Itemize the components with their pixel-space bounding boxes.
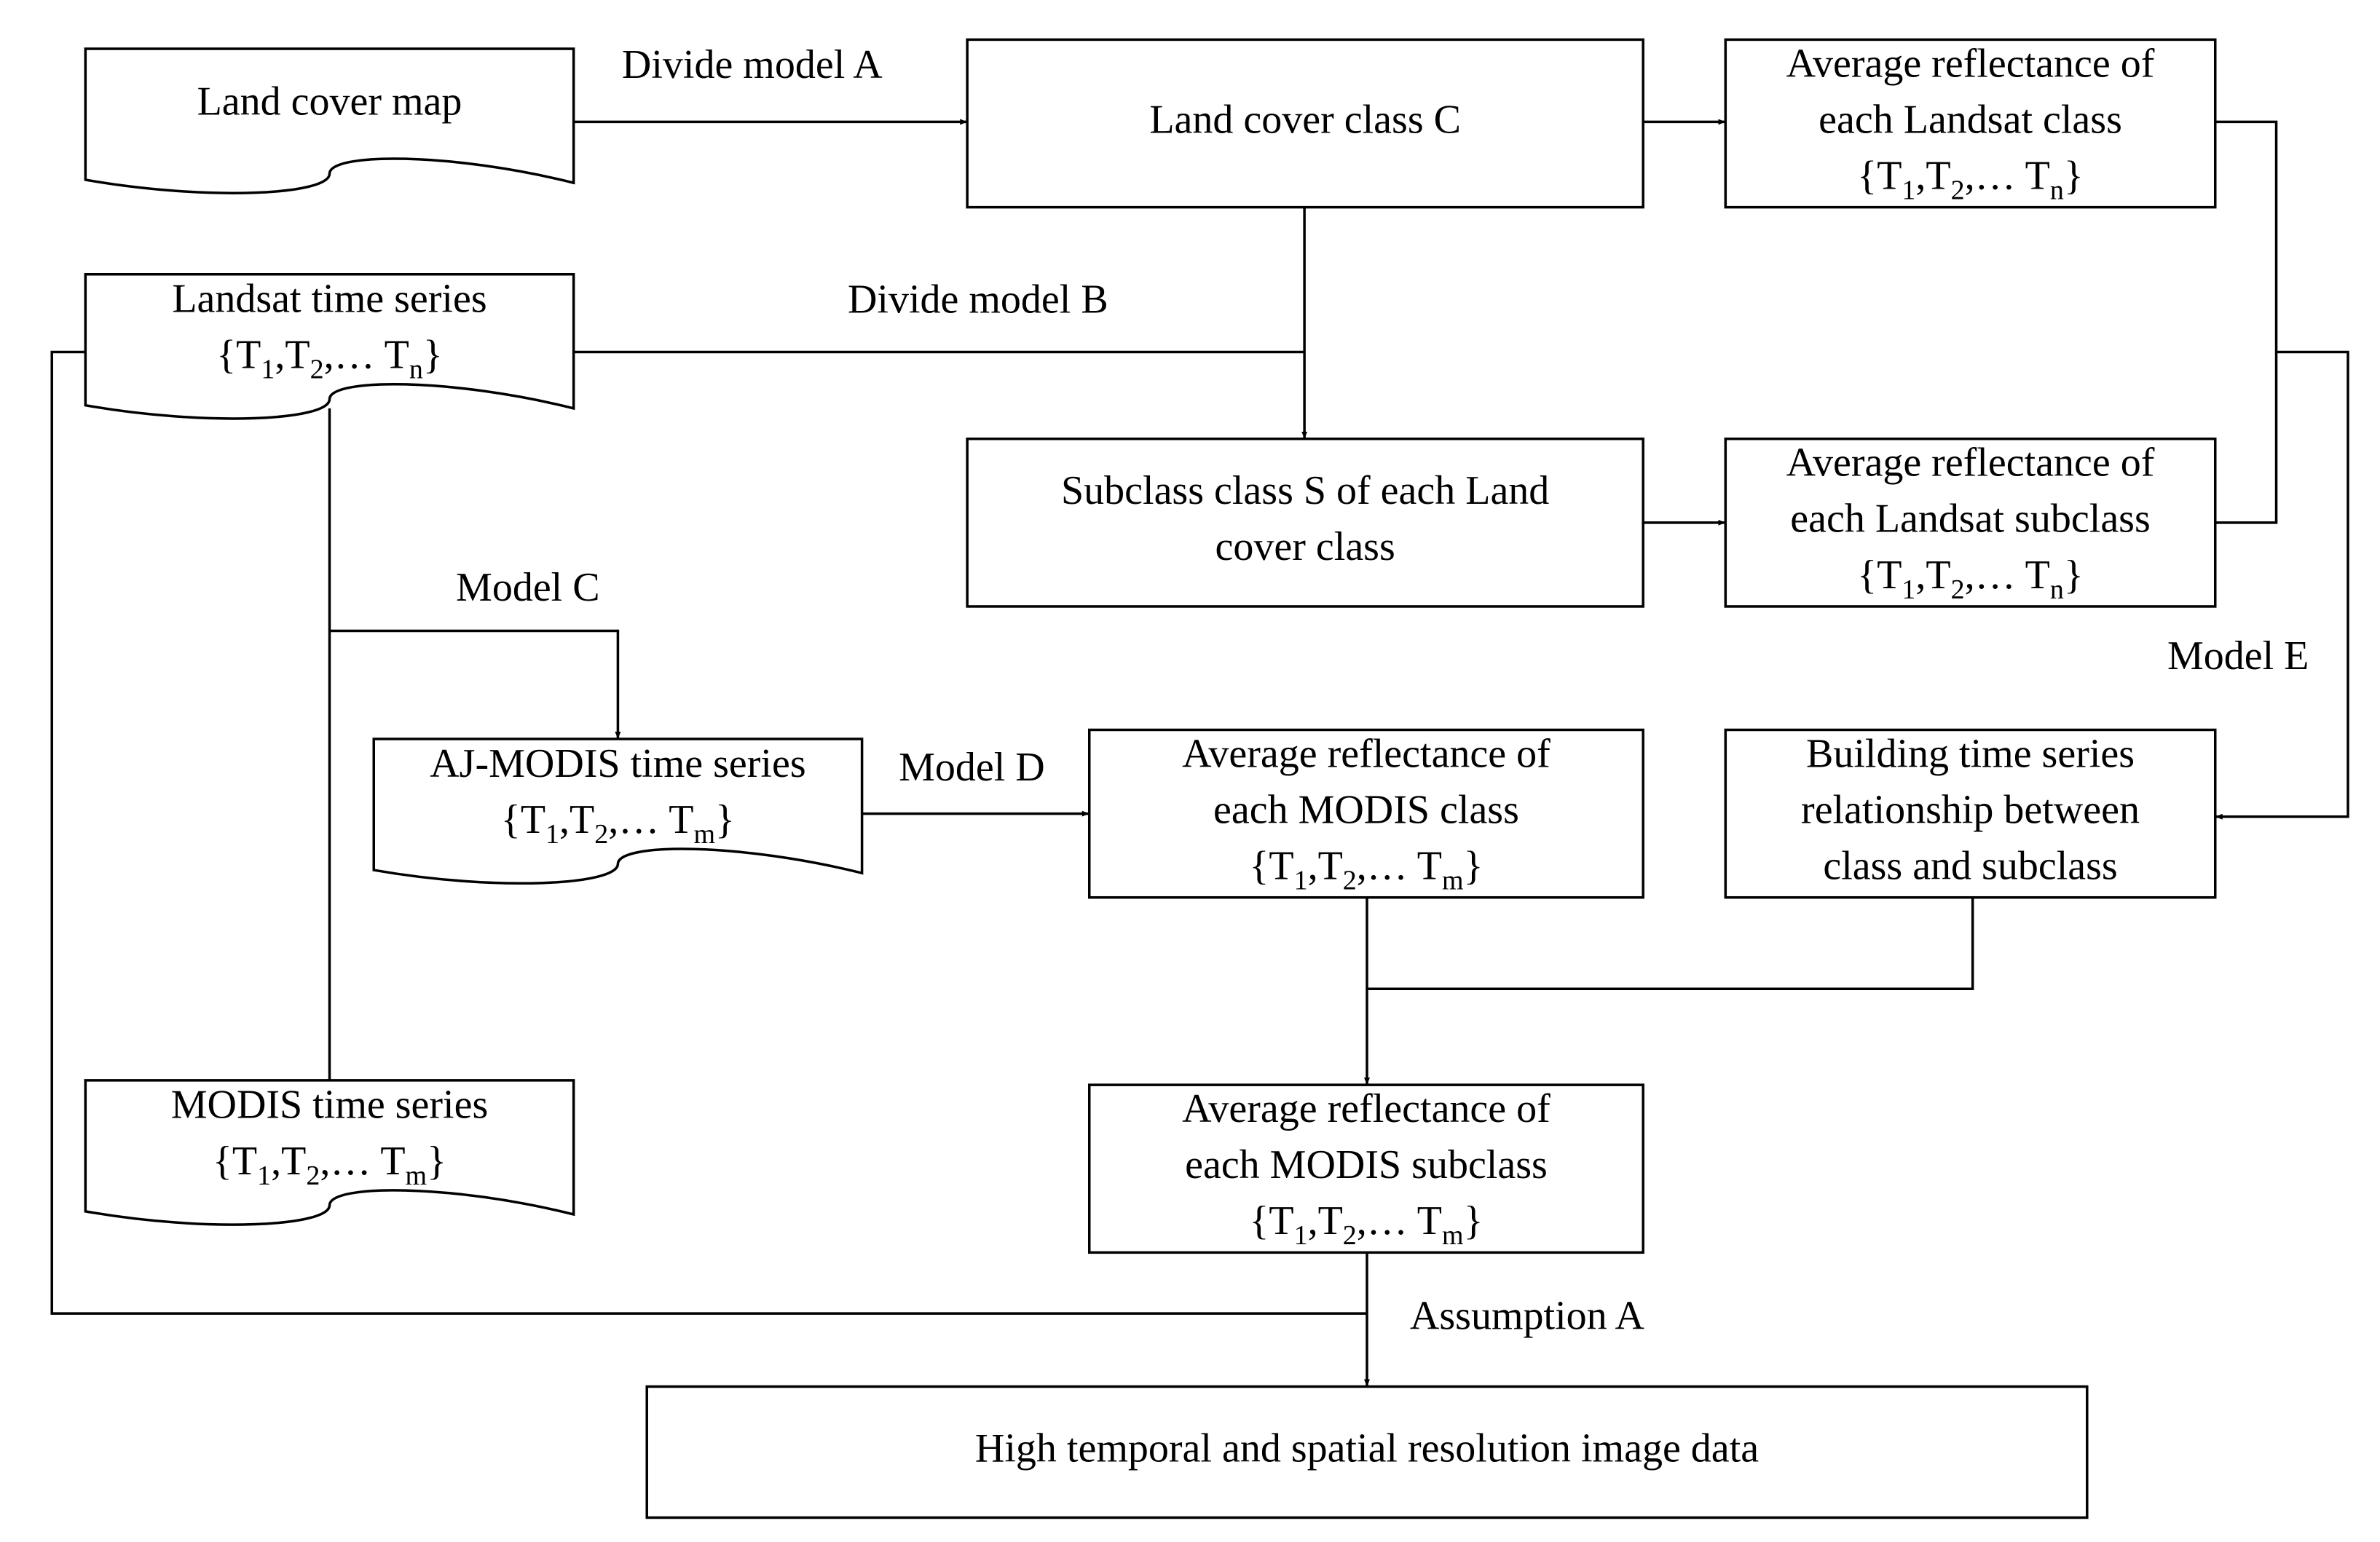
avg-landsat-subclass-label-line-1: Average reflectance of xyxy=(1786,440,2155,486)
subclass-label-line-1: Subclass class S of each Land xyxy=(1061,468,1549,513)
avg-landsat-class-node: Average reflectance of each Landsat class… xyxy=(1724,38,2217,209)
avg-modis-subclass-label-line-2: each MODIS subclass xyxy=(1185,1142,1548,1187)
land-cover-class-node: Land cover class C xyxy=(966,38,1644,209)
avg-landsat-subclass-label-line-2: each Landsat subclass xyxy=(1790,497,2150,542)
land-cover-map-node: Land cover map xyxy=(84,47,575,194)
aj-modis-series-label-line-1: AJ-MODIS time series xyxy=(430,741,805,786)
land-cover-map-label-line-1: Land cover map xyxy=(197,79,462,124)
edge-model-e-to-building xyxy=(2215,350,2349,820)
building-relationship-label-line-1: Building time series xyxy=(1806,731,2135,776)
avg-modis-subclass-label-line-1: Average reflectance of xyxy=(1182,1086,1550,1131)
model-e-label: Model E xyxy=(2167,633,2309,679)
aj_modis_series-time-set: {T1,T2,… Tm} xyxy=(501,797,735,850)
subclass-label-line-2: cover class xyxy=(1215,524,1395,569)
subclass-box xyxy=(966,438,1644,608)
avg-modis-class-label-line-2: each MODIS class xyxy=(1213,787,1519,832)
aj-modis-series-node: AJ-MODIS time series {T1,T2,… Tm} xyxy=(372,738,864,885)
building-relationship-label-line-3: class and subclass xyxy=(1823,843,2117,888)
landsat-series-label-line-1: Landsat time series xyxy=(172,276,486,321)
avg_landsat_class-time-set: {T1,T2,… Tn} xyxy=(1857,153,2083,205)
avg-landsat-subclass-node: Average reflectance of each Landsat subcl… xyxy=(1724,438,2217,608)
avg_modis_subclass-time-set: {T1,T2,… Tm} xyxy=(1249,1198,1483,1251)
edge-landsat-class-to-model-e xyxy=(2215,120,2278,524)
modis-series-label-line-1: MODIS time series xyxy=(171,1083,489,1128)
building-relationship-box xyxy=(1724,728,2217,899)
modis_series-time-set: {T1,T2,… Tm} xyxy=(213,1139,446,1191)
land-cover-class-box xyxy=(966,38,1644,209)
divide-model-a-label: Divide model A xyxy=(622,42,883,87)
aj-modis-series-document-shape xyxy=(372,738,864,885)
model-d-label: Model D xyxy=(899,745,1045,790)
land-cover-class-label-line-1: Land cover class C xyxy=(1149,97,1461,142)
avg-modis-class-label-line-1: Average reflectance of xyxy=(1182,731,1550,776)
avg_landsat_subclass-time-set: {T1,T2,… Tn} xyxy=(1857,553,2083,605)
edge-model-c-to-aj-modis xyxy=(329,629,621,740)
edge-landsat-bypass xyxy=(50,350,1368,1315)
divide-model-b-label: Divide model B xyxy=(848,277,1108,322)
landsat-series-document-shape xyxy=(84,272,575,420)
avg-landsat-class-label-line-1: Average reflectance of xyxy=(1786,41,2155,86)
land-cover-map-document-shape xyxy=(84,47,575,194)
subclass-node: Subclass class S of each Land cover class xyxy=(966,438,1644,608)
avg-landsat-class-label-line-2: each Landsat class xyxy=(1819,97,2122,142)
avg-landsat-class-box xyxy=(1724,38,2217,209)
output-node: High temporal and spatial resolution ima… xyxy=(645,1385,2089,1519)
modis-series-document-shape xyxy=(84,1079,575,1226)
avg-modis-class-box xyxy=(1087,728,1644,899)
avg_modis_class-time-set: {T1,T2,… Tm} xyxy=(1249,843,1483,895)
output-label-line-1: High temporal and spatial resolution ima… xyxy=(975,1426,1759,1471)
avg-modis-class-node: Average reflectance of each MODIS class {T… xyxy=(1087,728,1644,899)
landsat-series-node: Landsat time series {T1,T2,… Tn} xyxy=(84,272,575,420)
output-box xyxy=(645,1385,2089,1519)
model-c-label: Model C xyxy=(456,565,600,610)
landsat_series-time-set: {T1,T2,… Tn} xyxy=(216,332,442,384)
edge-building-merge xyxy=(1367,897,1974,991)
building-relationship-node: Building time series relationship between… xyxy=(1724,728,2217,899)
assumption-a-label: Assumption A xyxy=(1410,1293,1645,1338)
building-relationship-label-line-2: relationship between xyxy=(1801,787,2140,832)
modis-series-node: MODIS time series {T1,T2,… Tm} xyxy=(84,1079,575,1226)
avg-modis-subclass-node: Average reflectance of each MODIS subclas… xyxy=(1087,1083,1644,1254)
